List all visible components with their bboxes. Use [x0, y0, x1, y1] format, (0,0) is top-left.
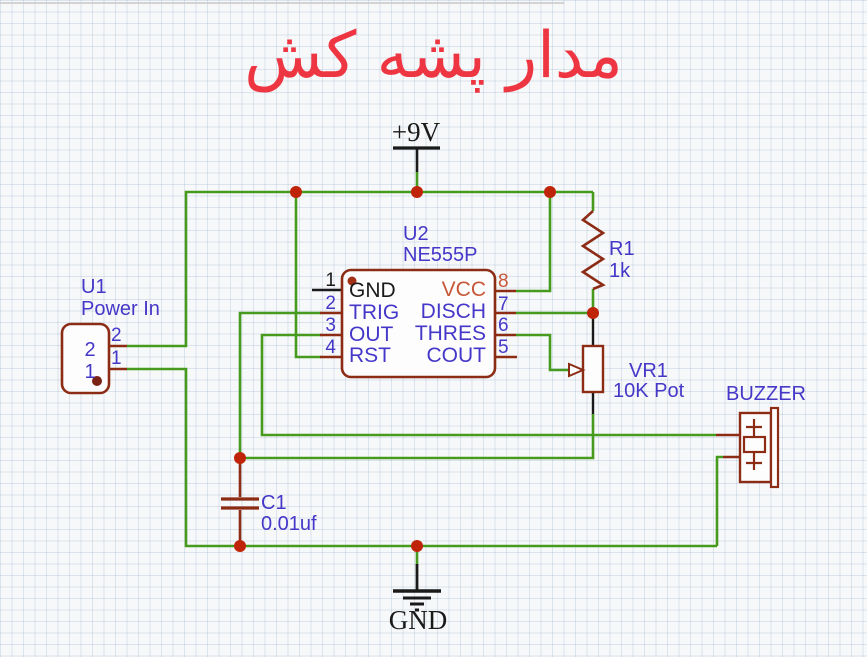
gnd-net-label: GND [389, 605, 448, 635]
wire-gnd-rail [127, 367, 717, 548]
junction-dot [587, 307, 599, 319]
junction-dot [411, 186, 423, 198]
vcc-net-label: +9V [392, 117, 441, 147]
junction-dot [234, 452, 246, 464]
connector-pad-number-2: 2 [84, 339, 95, 361]
junction-dot [411, 540, 423, 552]
ic-pin-name-vcc: VCC [442, 278, 486, 301]
ic-pin-number-1: 1 [325, 270, 336, 291]
ic-pin-name-cout: COUT [427, 344, 487, 367]
power-connector-pad-dot [92, 376, 102, 386]
screenshot-edge-artifact [0, 2, 564, 4]
ic-pin-name-out: OUT [349, 323, 394, 346]
wire-group [127, 172, 723, 566]
buzzer-ref-label: BUZZER [726, 383, 806, 405]
ic-pin-number-4: 4 [325, 337, 336, 358]
ic-pin-name-trig: TRIG [349, 301, 399, 324]
resistor-zigzag [580, 210, 606, 291]
wire-trig-vr1-bottom [240, 414, 595, 460]
potentiometer-ref-label: VR1 [629, 360, 668, 382]
wire-out-buzzer [260, 333, 716, 437]
pin-stub-group [109, 289, 740, 459]
wire-buzzer-return [715, 455, 723, 546]
ic-pin-name-gnd: GND [349, 279, 396, 302]
capacitor-ref-label: C1 [261, 492, 287, 514]
ic-pin-number-5: 5 [498, 337, 509, 358]
wire-rst-branch [294, 192, 321, 359]
power-connector-body [60, 322, 111, 395]
ic-pin-number-6: 6 [498, 315, 509, 336]
resistor-ref-label: R1 [609, 238, 635, 260]
connector-pad-number-1: 1 [84, 361, 95, 383]
ic-pin-name-disch: DISCH [421, 300, 486, 323]
buzzer-piezo-element [742, 435, 767, 454]
buzzer-symbol [738, 406, 780, 489]
wire-thres-wiper [516, 333, 569, 372]
ic-part-label: NE555P [403, 244, 478, 266]
ic-pin1-marker-dot [347, 276, 357, 286]
capacitor-symbol [221, 459, 259, 546]
potentiometer-body [581, 344, 605, 394]
junction-dot [544, 186, 556, 198]
buzzer-side-bar [769, 406, 780, 489]
ic-pin-number-3: 3 [325, 315, 336, 336]
connector-ref-label: U1 [81, 276, 107, 298]
circuit-title: مدار پشه کش [244, 19, 623, 93]
buzzer-piezo-contacts [746, 419, 762, 470]
ic-ref-label: U2 [403, 223, 429, 245]
ic-pin-name-rst: RST [349, 344, 391, 367]
junction-dot [234, 540, 246, 552]
ic-ne555-body [340, 268, 497, 379]
connector-desc-label: Power In [81, 298, 160, 320]
capacitor-value-label: 0.01uf [261, 513, 317, 535]
connector-pin-number-2: 2 [111, 325, 122, 346]
wire-9v-rail [127, 190, 593, 348]
resistor-value-label: 1k [609, 260, 631, 282]
ic-pin-number-2: 2 [325, 293, 336, 314]
connector-pin-number-1: 1 [111, 348, 122, 369]
ic-pin-number-7: 7 [498, 294, 509, 315]
ic-pin-name-thres: THRES [415, 322, 486, 345]
junction-dot [290, 186, 302, 198]
wire-vcc-branch [516, 192, 552, 293]
junction-dots [234, 186, 599, 552]
wire-trig [238, 311, 321, 458]
ic-pin-number-8: 8 [498, 271, 509, 292]
potentiometer-wiper-arrow [568, 362, 586, 378]
black-line-group [312, 146, 595, 612]
potentiometer-value-label: 10K Pot [613, 380, 685, 402]
